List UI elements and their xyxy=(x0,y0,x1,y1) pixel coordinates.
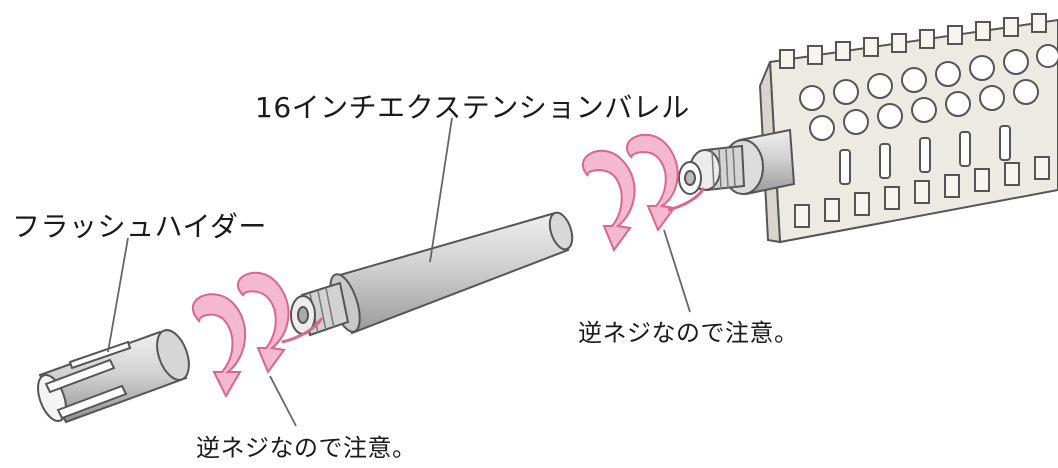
flash-hider-label: フラッシュハイダー xyxy=(12,210,267,243)
reverse-thread-note-right: 逆ネジなので注意。 xyxy=(578,319,799,347)
flash-hider xyxy=(37,329,190,424)
counterclockwise-arrow-icon xyxy=(191,271,324,399)
leader-barrel xyxy=(429,117,453,263)
leader-lines xyxy=(107,117,691,427)
leader-flash-hider xyxy=(107,237,129,353)
leader-reverse-thread-left xyxy=(269,375,297,427)
outer-barrel-stub xyxy=(678,128,796,196)
counterclockwise-arrow-icon xyxy=(581,133,706,253)
reverse-thread-note-left: 逆ネジなので注意。 xyxy=(196,434,417,462)
leader-reverse-thread-right xyxy=(663,229,691,313)
rail-handguard xyxy=(758,13,1058,244)
extension-barrel xyxy=(290,211,574,337)
barrel-label: 16インチエクステンションバレル xyxy=(255,91,690,124)
